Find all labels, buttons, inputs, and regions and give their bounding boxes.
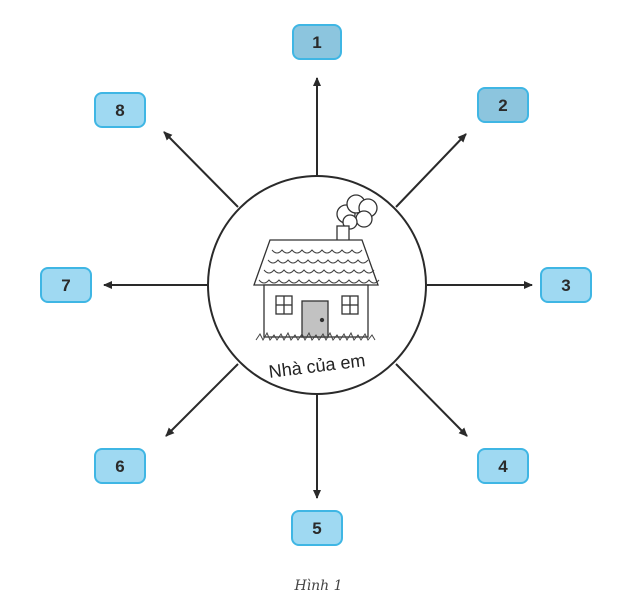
box-7-label: 7 bbox=[61, 276, 70, 295]
box-5-label: 5 bbox=[312, 519, 321, 538]
figure-caption: Hình 1 bbox=[294, 578, 343, 594]
box-3[interactable]: 3 bbox=[540, 267, 592, 303]
house-icon bbox=[253, 194, 380, 342]
door-icon bbox=[301, 300, 329, 338]
arrow-8 bbox=[163, 131, 239, 208]
house-circle: Nhà của em bbox=[207, 175, 427, 395]
box-1-label: 1 bbox=[312, 33, 321, 52]
arrow-2 bbox=[395, 133, 467, 208]
box-3-label: 3 bbox=[561, 276, 570, 295]
box-6[interactable]: 6 bbox=[94, 448, 146, 484]
box-5[interactable]: 5 bbox=[291, 510, 343, 546]
smoke-icon bbox=[336, 194, 378, 230]
window-right-icon bbox=[341, 295, 359, 315]
window-left-icon bbox=[275, 295, 293, 315]
arrow-6 bbox=[165, 363, 239, 437]
box-4-label: 4 bbox=[498, 457, 508, 476]
arrow-4 bbox=[395, 363, 468, 437]
box-2[interactable]: 2 bbox=[477, 87, 529, 123]
box-7[interactable]: 7 bbox=[40, 267, 92, 303]
box-1[interactable]: 1 bbox=[292, 24, 342, 60]
box-2-label: 2 bbox=[498, 96, 507, 115]
box-4[interactable]: 4 bbox=[477, 448, 529, 484]
arrows bbox=[103, 77, 533, 499]
box-8[interactable]: 8 bbox=[94, 92, 146, 128]
box-8-label: 8 bbox=[115, 101, 124, 120]
box-6-label: 6 bbox=[115, 457, 124, 476]
